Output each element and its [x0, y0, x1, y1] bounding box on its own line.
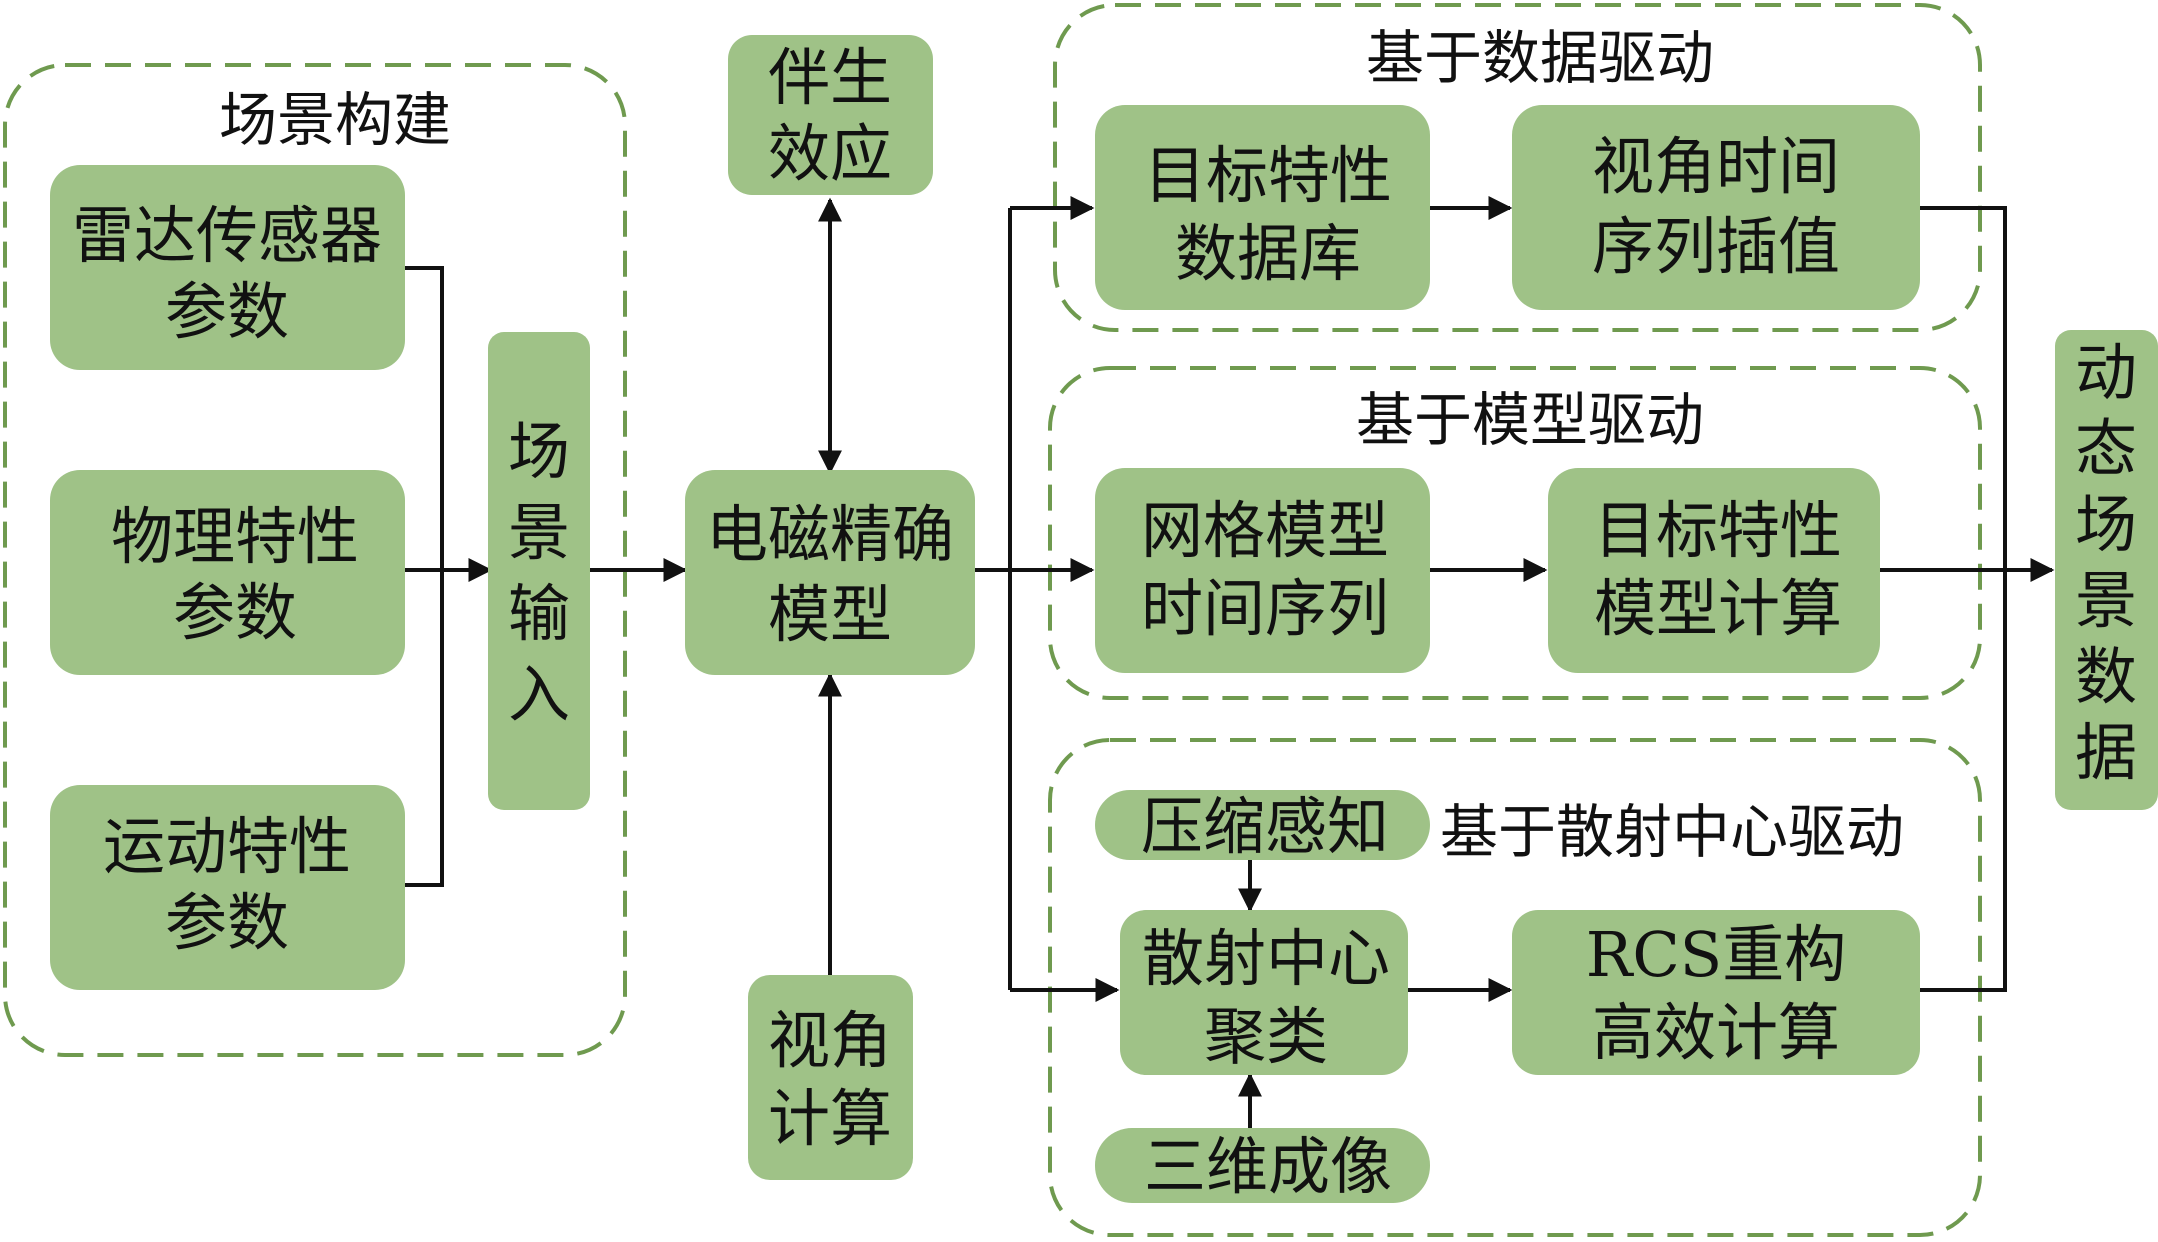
label-line: RCS重构	[1586, 918, 1847, 991]
label-line: 场	[508, 415, 570, 488]
label-line: 模型计算	[1594, 572, 1842, 645]
box-imaging-3d: 三维成像	[1095, 1128, 1430, 1203]
label-line: 模型	[768, 578, 892, 651]
box-em-model: 电磁精确 模型	[685, 470, 975, 675]
label-line: 参数	[165, 275, 289, 348]
label-line: 目标特性	[1594, 494, 1842, 567]
label-line: 输	[508, 577, 570, 650]
label-line: 聚类	[1204, 1000, 1328, 1073]
connector-params-bracket	[405, 266, 444, 887]
label-line: 态	[2075, 412, 2137, 485]
box-scene-input: 场 景 输 入	[488, 332, 590, 810]
label-line: 动	[2075, 336, 2137, 409]
label-line: 序列插值	[1592, 210, 1840, 283]
label-line: 视角时间	[1592, 130, 1840, 203]
label-line: 三维成像	[1144, 1130, 1392, 1203]
label-line: 参数	[173, 576, 297, 649]
label-line: 计算	[768, 1082, 892, 1155]
box-view-time-interp: 视角时间 序列插值	[1512, 105, 1920, 310]
connector-merge-top	[1920, 206, 2007, 992]
box-dynamic-scene: 动 态 场 景 数 据	[2055, 330, 2158, 810]
label-line: 网格模型	[1141, 494, 1389, 567]
box-target-db: 目标特性 数据库	[1095, 105, 1430, 310]
label-line: 运动特性	[103, 810, 351, 883]
label-line: 散射中心	[1142, 922, 1390, 995]
box-motion-params: 运动特性 参数	[50, 785, 405, 990]
box-mesh-time-series: 网格模型 时间序列	[1095, 468, 1430, 673]
region-model-driven	[1048, 366, 1982, 700]
label-line: 据	[2075, 716, 2137, 789]
box-view-calc: 视角 计算	[748, 975, 913, 1180]
box-compressed-sensing: 压缩感知	[1095, 790, 1430, 863]
label-line: 时间序列	[1141, 572, 1389, 645]
label-line: 压缩感知	[1141, 790, 1389, 863]
box-rcs-recon: RCS重构 高效计算	[1512, 910, 1920, 1075]
region-scatter-driven	[1048, 738, 1982, 1237]
label-line: 电磁精确	[706, 498, 954, 571]
region-title-scatter-driven: 基于散射中心驱动	[1440, 798, 1904, 866]
label-line: 数	[2075, 640, 2137, 713]
box-scatter-cluster: 散射中心 聚类	[1120, 910, 1408, 1075]
label-line: 参数	[165, 886, 289, 959]
box-physical-params: 物理特性 参数	[50, 470, 405, 675]
label-line: 物理特性	[111, 500, 359, 573]
region-title-model-driven: 基于模型驱动	[1356, 386, 1704, 454]
label-line: 数据库	[1175, 217, 1361, 290]
region-title-scene-build: 场景构建	[219, 86, 451, 154]
label-line: 雷达传感器	[72, 199, 382, 272]
label-line: 景	[2075, 564, 2137, 637]
region-data-driven	[1053, 3, 1982, 332]
box-companion-effect: 伴生 效应	[728, 35, 933, 195]
region-title-data-driven: 基于数据驱动	[1366, 24, 1714, 92]
label-line: 效应	[768, 117, 892, 190]
label-line: 视角	[768, 1004, 892, 1077]
label-line: 入	[508, 658, 570, 731]
label-line: 伴生	[768, 41, 892, 114]
label-line: 景	[508, 496, 570, 569]
box-target-model-calc: 目标特性 模型计算	[1548, 468, 1880, 673]
region-scene-build	[3, 63, 627, 1057]
box-radar-params: 雷达传感器 参数	[50, 165, 405, 370]
label-line: 高效计算	[1592, 996, 1840, 1069]
label-line: 目标特性	[1144, 139, 1392, 212]
label-line: 场	[2075, 488, 2137, 561]
